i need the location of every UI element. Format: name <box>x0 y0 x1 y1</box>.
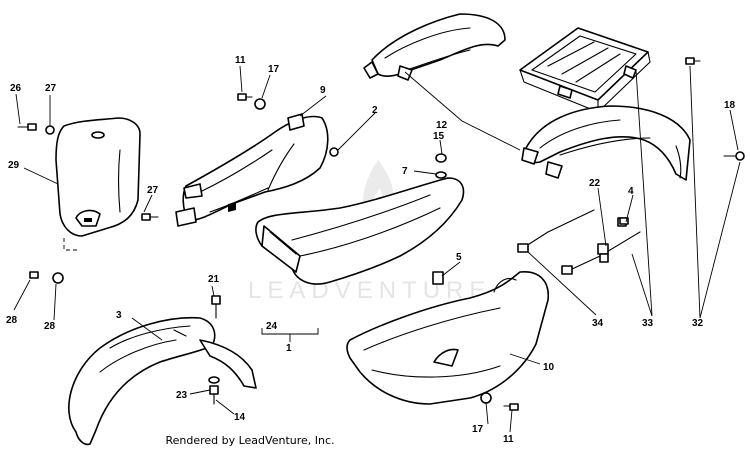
rear-fender-lower <box>521 105 691 181</box>
callout-17-b: 17 <box>472 424 484 435</box>
callout-10: 10 <box>543 362 555 373</box>
callout-26: 27 <box>45 83 57 94</box>
callout-27-b: 28 <box>6 315 18 326</box>
rear-fender-upper <box>363 13 506 81</box>
callout-1: 1 <box>286 343 292 354</box>
side-number-plate <box>346 271 549 405</box>
callout-23: 23 <box>176 390 188 401</box>
leader-lines <box>13 65 741 433</box>
front-fender <box>68 316 257 446</box>
callout-33: 33 <box>642 318 654 329</box>
credit-text: Rendered by LeadVenture, Inc. <box>165 434 335 447</box>
callout-3: 3 <box>116 310 122 321</box>
brackets <box>517 209 641 275</box>
seat <box>255 177 465 285</box>
callouts: 26 27 29 27 28 28 11 17 9 2 15 7 12 5 3 … <box>6 55 736 445</box>
callout-5: 5 <box>456 252 462 263</box>
callout-7: 7 <box>402 166 408 177</box>
callout-21: 21 <box>208 274 220 285</box>
callout-12: 12 <box>436 120 448 131</box>
front-number-plate <box>55 117 141 237</box>
callout-34: 34 <box>592 318 604 329</box>
callout-2: 2 <box>372 105 378 116</box>
callout-11-b: 11 <box>503 434 514 445</box>
callout-18: 18 <box>724 100 736 111</box>
callout-11-a: 11 <box>235 55 246 66</box>
callout-15: 15 <box>433 131 445 142</box>
rear-rack <box>519 27 651 113</box>
callout-24: 24 <box>266 321 278 332</box>
callout-4: 4 <box>628 186 634 197</box>
callout-17-a: 17 <box>268 64 280 75</box>
callout-9: 9 <box>320 85 326 96</box>
hardware <box>17 57 745 411</box>
callout-25: 26 <box>10 83 22 94</box>
side-cover-left <box>175 113 329 227</box>
callout-14: 14 <box>234 412 246 423</box>
callout-22: 22 <box>589 178 601 189</box>
callout-28: 28 <box>44 321 56 332</box>
callout-32: 32 <box>692 318 704 329</box>
callout-29: 29 <box>8 160 20 171</box>
callout-27-a: 27 <box>147 185 159 196</box>
watermark-text: LEADVENTURE <box>248 277 491 304</box>
